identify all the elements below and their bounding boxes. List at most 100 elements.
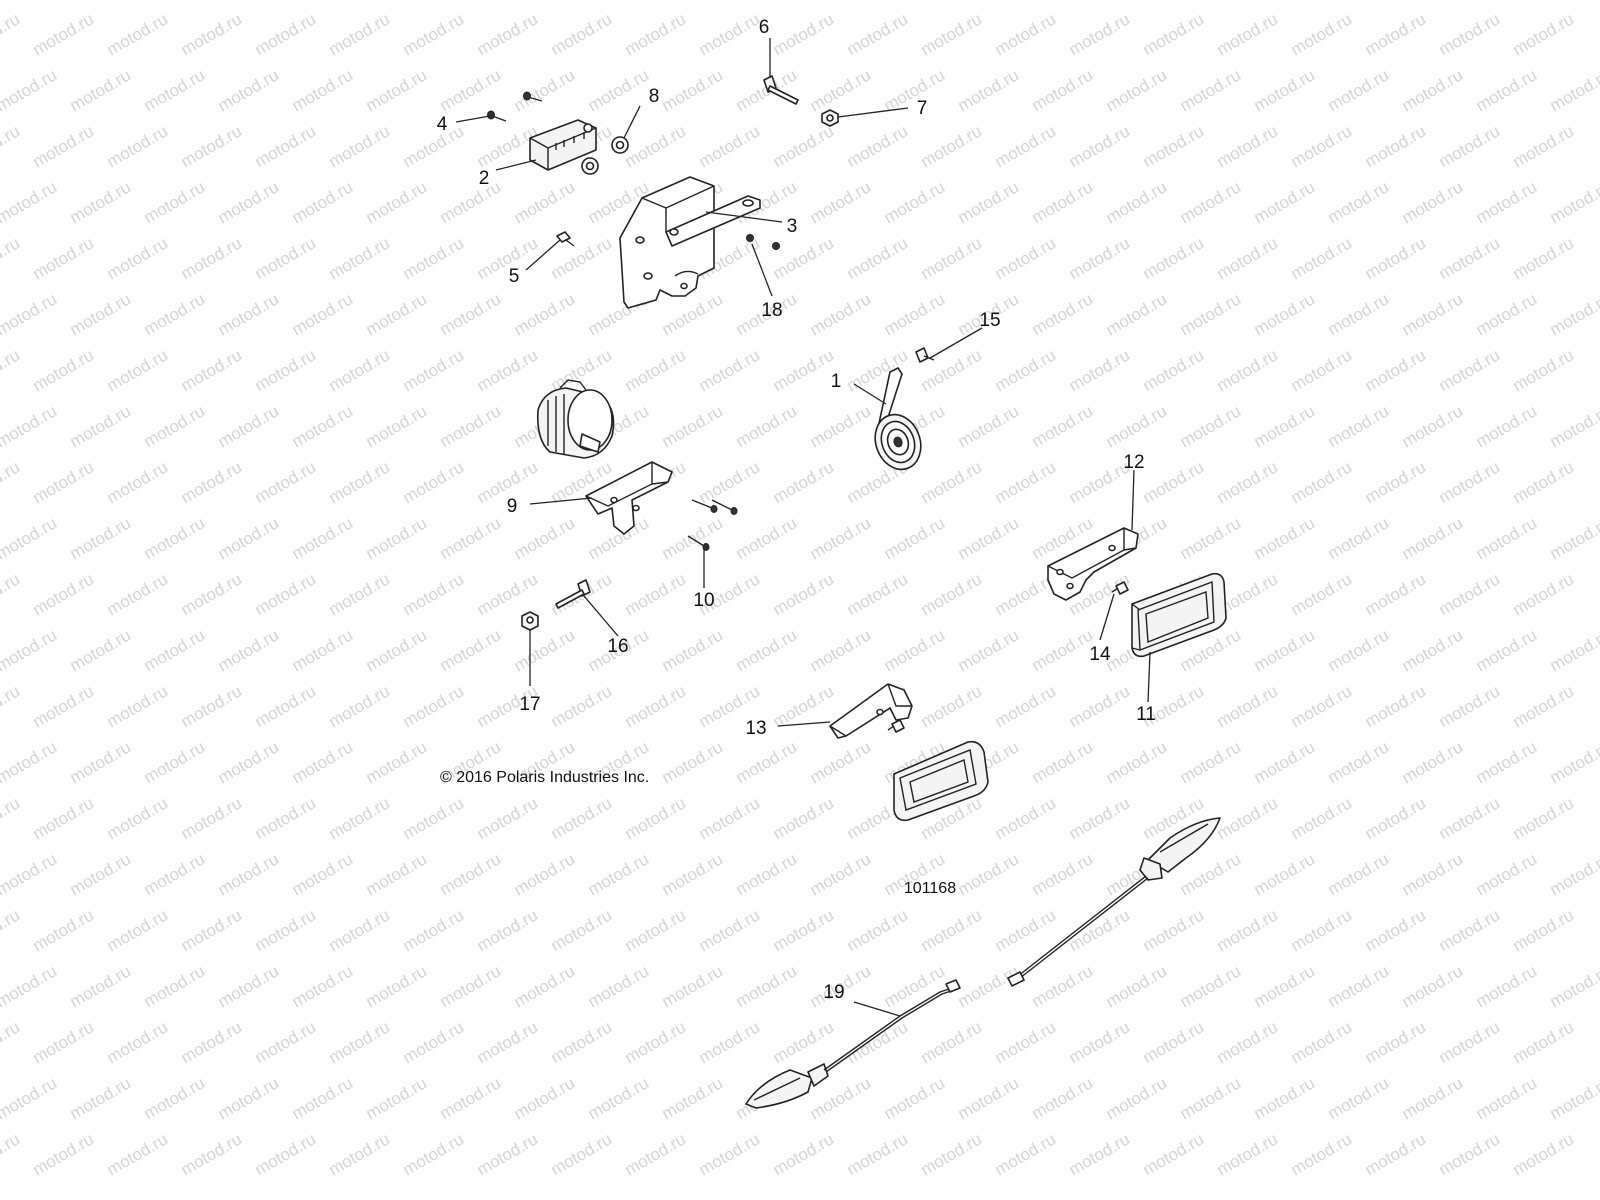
watermark-text: motod.ru bbox=[1103, 737, 1171, 787]
watermark-text: motod.ru bbox=[1473, 177, 1541, 227]
watermark-text: motod.ru bbox=[252, 569, 320, 619]
watermark-text: motod.ru bbox=[548, 905, 616, 955]
watermark-text: motod.ru bbox=[770, 345, 838, 395]
watermark-text: motod.ru bbox=[400, 345, 468, 395]
watermark-text: motod.ru bbox=[1399, 513, 1467, 563]
watermark-text: motod.ru bbox=[0, 1017, 23, 1067]
watermark-text: motod.ru bbox=[215, 737, 283, 787]
watermark-text: motod.ru bbox=[215, 401, 283, 451]
callout-2: 2 bbox=[479, 168, 490, 189]
watermark-text: motod.ru bbox=[844, 345, 912, 395]
part-signal-upper bbox=[1007, 817, 1221, 987]
watermark-text: motod.ru bbox=[1510, 793, 1578, 843]
watermark-text: motod.ru bbox=[1177, 177, 1245, 227]
watermark-text: motod.ru bbox=[548, 345, 616, 395]
watermark-text: motod.ru bbox=[844, 905, 912, 955]
watermark-text: motod.ru bbox=[1288, 457, 1356, 507]
watermark-text: motod.ru bbox=[1251, 401, 1319, 451]
watermark-text: motod.ru bbox=[1325, 177, 1393, 227]
watermark-text: motod.ru bbox=[955, 625, 1023, 675]
watermark-text: motod.ru bbox=[696, 457, 764, 507]
watermark-text: motod.ru bbox=[67, 65, 135, 115]
watermark-text: motod.ru bbox=[1251, 625, 1319, 675]
watermark-text: motod.ru bbox=[1362, 569, 1430, 619]
watermark-text: motod.ru bbox=[1399, 177, 1467, 227]
watermark-text: motod.ru bbox=[30, 905, 98, 955]
watermark-text: motod.ru bbox=[1325, 513, 1393, 563]
watermark-text: motod.ru bbox=[807, 289, 875, 339]
watermark-text: motod.ru bbox=[400, 793, 468, 843]
callout-15: 15 bbox=[979, 310, 1000, 331]
watermark-text: motod.ru bbox=[733, 625, 801, 675]
watermark-text: motod.ru bbox=[252, 121, 320, 171]
watermark-text: motod.ru bbox=[1473, 0, 1541, 3]
watermark-text: motod.ru bbox=[400, 457, 468, 507]
watermark-text: motod.ru bbox=[1325, 401, 1393, 451]
watermark-text: motod.ru bbox=[1325, 1073, 1393, 1123]
watermark-text: motod.ru bbox=[1140, 905, 1208, 955]
watermark-text: motod.ru bbox=[67, 961, 135, 1011]
watermark-text: motod.ru bbox=[1547, 849, 1600, 899]
watermark-text: motod.ru bbox=[215, 625, 283, 675]
watermark-text: motod.ru bbox=[1214, 793, 1282, 843]
watermark-text: motod.ru bbox=[1066, 121, 1134, 171]
watermark-text: motod.ru bbox=[437, 401, 505, 451]
part-bolt-5 bbox=[556, 231, 575, 247]
part-signal-lower bbox=[745, 979, 961, 1109]
callout-16: 16 bbox=[607, 636, 628, 657]
part-bolt-14 bbox=[1111, 581, 1129, 595]
watermark-text: motod.ru bbox=[1251, 849, 1319, 899]
watermark-text: motod.ru bbox=[1473, 513, 1541, 563]
watermark-text: motod.ru bbox=[289, 849, 357, 899]
watermark-text: motod.ru bbox=[1103, 65, 1171, 115]
watermark-text: motod.ru bbox=[1029, 289, 1097, 339]
watermark-text: motod.ru bbox=[1140, 1129, 1208, 1179]
watermark-text: motod.ru bbox=[770, 1017, 838, 1067]
watermark-text: motod.ru bbox=[511, 289, 579, 339]
watermark-text: motod.ru bbox=[363, 513, 431, 563]
watermark-text: motod.ru bbox=[252, 1129, 320, 1179]
watermark-text: motod.ru bbox=[104, 793, 172, 843]
watermark-text: motod.ru bbox=[1436, 1017, 1504, 1067]
watermark-text: motod.ru bbox=[1473, 1073, 1541, 1123]
watermark-text: motod.ru bbox=[1103, 0, 1171, 3]
watermark-text: motod.ru bbox=[1140, 345, 1208, 395]
watermark-text: motod.ru bbox=[1547, 289, 1600, 339]
watermark-text: motod.ru bbox=[770, 1129, 838, 1179]
watermark-text: motod.ru bbox=[326, 793, 394, 843]
watermark-text: motod.ru bbox=[1251, 0, 1319, 3]
watermark-text: motod.ru bbox=[141, 513, 209, 563]
watermark-text: motod.ru bbox=[0, 233, 23, 283]
watermark-text: motod.ru bbox=[104, 569, 172, 619]
watermark-text: motod.ru bbox=[289, 513, 357, 563]
watermark-text: motod.ru bbox=[1362, 457, 1430, 507]
watermark-text: motod.ru bbox=[807, 625, 875, 675]
watermark-text: motod.ru bbox=[104, 1129, 172, 1179]
watermark-text: motod.ru bbox=[733, 849, 801, 899]
watermark-text: motod.ru bbox=[178, 905, 246, 955]
watermark-text: motod.ru bbox=[178, 233, 246, 283]
watermark-text: motod.ru bbox=[1214, 457, 1282, 507]
watermark-text: motod.ru bbox=[585, 1073, 653, 1123]
watermark-text: motod.ru bbox=[770, 121, 838, 171]
part-bracket-9 bbox=[585, 461, 673, 535]
watermark-text: motod.ru bbox=[1436, 1129, 1504, 1179]
watermark-text: motod.ru bbox=[881, 1073, 949, 1123]
watermark-text: motod.ru bbox=[585, 849, 653, 899]
watermark-text: motod.ru bbox=[215, 849, 283, 899]
watermark-text: motod.ru bbox=[1325, 0, 1393, 3]
part-bolt-15 bbox=[915, 347, 935, 363]
watermark-text: motod.ru bbox=[0, 569, 23, 619]
watermark-text: motod.ru bbox=[67, 1073, 135, 1123]
watermark-text: motod.ru bbox=[1140, 233, 1208, 283]
watermark-text: motod.ru bbox=[67, 401, 135, 451]
watermark-text: motod.ru bbox=[881, 625, 949, 675]
watermark-text: motod.ru bbox=[1399, 961, 1467, 1011]
watermark-text: motod.ru bbox=[1214, 1129, 1282, 1179]
watermark-text: motod.ru bbox=[1436, 457, 1504, 507]
watermark-text: motod.ru bbox=[1140, 121, 1208, 171]
watermark-text: motod.ru bbox=[326, 905, 394, 955]
watermark-text: motod.ru bbox=[992, 9, 1060, 59]
watermark-text: motod.ru bbox=[1547, 401, 1600, 451]
